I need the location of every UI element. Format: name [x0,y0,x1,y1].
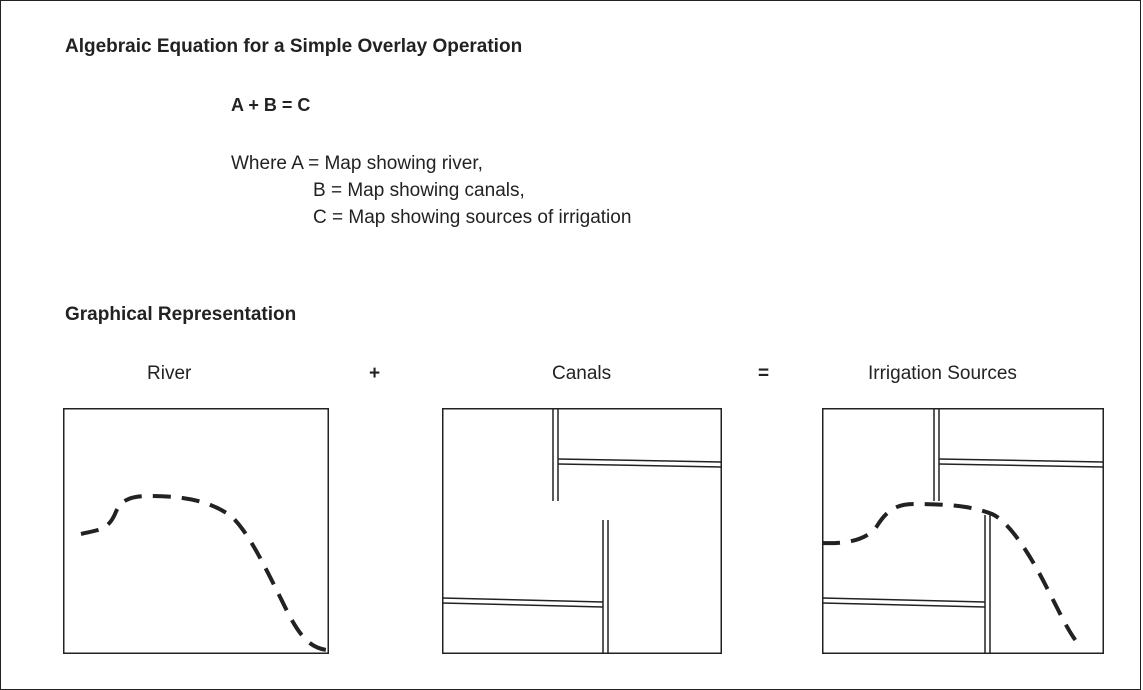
canals-map [441,408,722,654]
irrigation-canal-lower-horizontal [821,597,986,608]
plus-operator: + [369,363,381,384]
equals-operator: = [758,363,770,384]
panel-label-canals: Canals [552,363,612,384]
canal-upper-horizontal [557,458,722,468]
irrigation-canal-upper-horizontal [938,458,1104,468]
canal-lower-vertical [602,520,609,654]
canal-upper-vertical [552,408,559,501]
graphical-heading: Graphical Representation [65,304,297,325]
river-map [63,408,329,654]
definition-c: C = Map showing sources of irrigation [313,207,632,228]
panel-label-river: River [147,363,192,384]
irrigation-canal-lower-vertical [984,515,991,654]
definition-b: B = Map showing canals, [313,180,525,201]
irrigation-river-line [821,501,1084,650]
definition-a: Where A = Map showing river, [231,153,483,174]
figure-title: Algebraic Equation for a Simple Overlay … [65,36,523,57]
irrigation-canal-upper-vertical [933,408,940,501]
river-line [80,493,328,652]
irrigation-sources-map [821,408,1104,654]
irrigation-map-border [822,408,1104,654]
overlay-equation: A + B = C [231,95,311,115]
canals-map-border [442,408,722,654]
river-map-border [63,408,329,654]
canal-lower-horizontal [441,597,604,608]
panel-label-irrigation: Irrigation Sources [868,363,1017,384]
